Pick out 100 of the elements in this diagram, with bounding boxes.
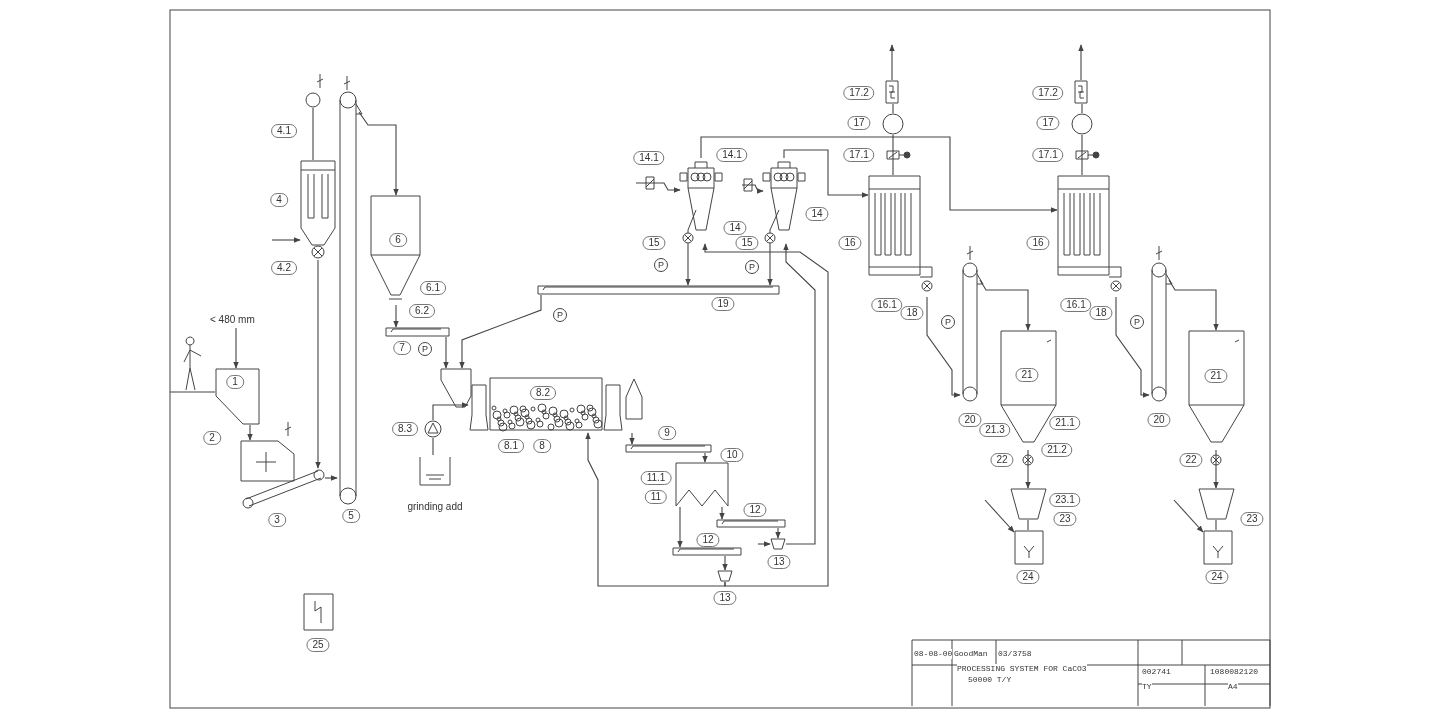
flow-line bbox=[585, 432, 726, 587]
flow-line bbox=[635, 182, 681, 193]
flow-line bbox=[443, 336, 449, 369]
callout-number: 21 bbox=[1204, 369, 1228, 383]
flow-line bbox=[1168, 279, 1219, 331]
callout-number: 16 bbox=[838, 236, 862, 250]
title-block-text: 03/3758 bbox=[998, 649, 1032, 659]
size-note: < 480 mm bbox=[210, 314, 265, 328]
flow-line bbox=[393, 304, 399, 328]
callout-number: 14 bbox=[805, 207, 829, 221]
callout-number: 18 bbox=[900, 306, 924, 320]
callout-number: 13 bbox=[767, 555, 791, 569]
callout-number: 11.1 bbox=[640, 471, 672, 485]
flow-line bbox=[979, 279, 1031, 331]
flow-line bbox=[783, 243, 816, 545]
tank-caption: grinding add bbox=[406, 501, 464, 513]
title-block-text: GoodMan bbox=[954, 649, 988, 659]
flow-line bbox=[247, 424, 253, 441]
flow-line bbox=[767, 243, 773, 286]
discharge-funnel bbox=[770, 538, 786, 550]
pump bbox=[424, 420, 442, 438]
callout-number: 6 bbox=[389, 233, 407, 247]
screw-conveyor bbox=[537, 285, 780, 295]
dust-filter bbox=[300, 160, 336, 260]
flow-line bbox=[312, 107, 314, 161]
flow-line bbox=[629, 432, 635, 445]
flow-line bbox=[315, 259, 321, 469]
flow-line bbox=[324, 475, 338, 481]
callout-number: 24 bbox=[1205, 570, 1229, 584]
flow-line bbox=[432, 402, 469, 421]
flow-line bbox=[783, 149, 869, 198]
flow-line bbox=[271, 237, 301, 243]
callout-number: 7 bbox=[393, 341, 411, 355]
title-block-text: PROCESSING SYSTEM FOR CaCO3 bbox=[957, 664, 1087, 674]
callout-number: 23 bbox=[1053, 512, 1077, 526]
callout-number: 23.1 bbox=[1049, 493, 1081, 507]
bag bbox=[1014, 530, 1044, 565]
callout-number: 14 bbox=[723, 221, 747, 235]
flow-line bbox=[685, 243, 691, 286]
callout-number: 21.3 bbox=[979, 423, 1011, 437]
screw-conveyor bbox=[672, 547, 742, 556]
flow-line bbox=[702, 452, 708, 463]
callout-number: 21.2 bbox=[1041, 443, 1073, 457]
callout-number: 6.1 bbox=[420, 281, 446, 295]
callout-number: 4 bbox=[270, 193, 288, 207]
callout-number: 23 bbox=[1240, 512, 1264, 526]
flow-line bbox=[1215, 519, 1217, 531]
callout-number: 9 bbox=[658, 426, 676, 440]
flow-line bbox=[1027, 519, 1029, 531]
flow-line bbox=[702, 243, 829, 587]
silencer bbox=[885, 80, 899, 104]
flow-line bbox=[889, 44, 895, 81]
callout-number: 12 bbox=[696, 533, 720, 547]
callout-number: 24 bbox=[1016, 570, 1040, 584]
flow-line bbox=[1173, 499, 1204, 533]
callout-number: 17 bbox=[1036, 116, 1060, 130]
callout-number: 11 bbox=[644, 490, 668, 504]
title-block-text: 002741 bbox=[1142, 667, 1171, 677]
fan bbox=[305, 92, 321, 108]
classifier bbox=[680, 158, 722, 244]
callout-number: 17.1 bbox=[1032, 148, 1064, 162]
callout-number: 21 bbox=[1015, 368, 1039, 382]
callout-number: 15 bbox=[735, 236, 759, 250]
flow-line bbox=[1213, 449, 1219, 489]
flow-line bbox=[892, 103, 894, 114]
flow-line bbox=[677, 506, 683, 548]
flow-line bbox=[722, 555, 728, 571]
classifier bbox=[763, 158, 805, 244]
callout-number: 3 bbox=[268, 513, 286, 527]
callout-number: 20 bbox=[1147, 413, 1171, 427]
feed-hopper bbox=[215, 368, 260, 425]
screw-conveyor bbox=[716, 519, 786, 528]
pressure-indicator: P bbox=[941, 315, 955, 329]
belt-conveyor bbox=[240, 468, 325, 508]
flow-line bbox=[432, 437, 434, 456]
pressure-indicator: P bbox=[553, 308, 567, 322]
flow-line bbox=[741, 184, 764, 194]
callout-number: 18 bbox=[1089, 306, 1113, 320]
title-block-text: 08-08-00 bbox=[914, 649, 953, 659]
flow-line bbox=[1025, 449, 1031, 489]
callout-number: 2 bbox=[203, 431, 221, 445]
flow-line bbox=[1081, 134, 1083, 176]
flow-line bbox=[892, 134, 894, 176]
callout-number: 8 bbox=[533, 439, 551, 453]
packing-hopper bbox=[1198, 488, 1235, 520]
callout-number: 15 bbox=[642, 236, 666, 250]
flow-line bbox=[459, 294, 542, 369]
bag bbox=[1203, 530, 1233, 565]
callout-number: 14.1 bbox=[633, 151, 665, 165]
flow-line bbox=[700, 136, 1058, 213]
electrical-cabinet bbox=[303, 593, 334, 631]
callout-number: 17.1 bbox=[843, 148, 875, 162]
flow-line bbox=[757, 541, 771, 547]
callout-number: 22 bbox=[990, 453, 1014, 467]
callout-number: 17.2 bbox=[843, 86, 875, 100]
flow-line bbox=[984, 499, 1015, 533]
callout-number: 22 bbox=[1179, 453, 1203, 467]
callout-number: 1 bbox=[226, 375, 244, 389]
title-block-text: TY bbox=[1142, 682, 1152, 692]
callout-number: 14.1 bbox=[716, 148, 748, 162]
